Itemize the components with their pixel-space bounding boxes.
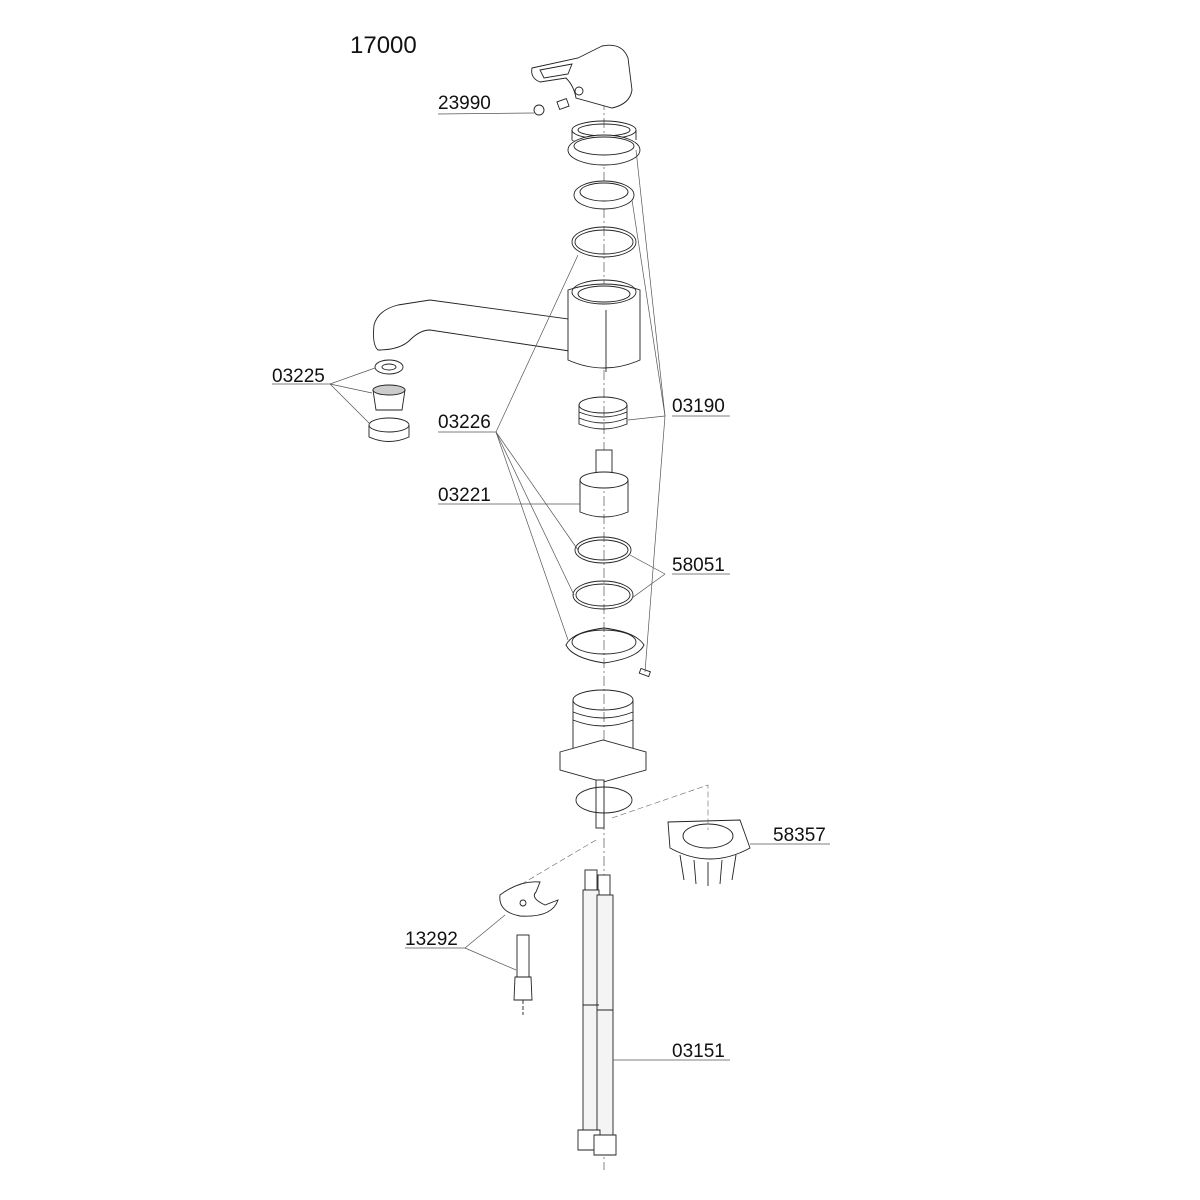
part-label-03190: 03190: [672, 396, 725, 417]
part-label-13292: 13292: [405, 929, 458, 950]
base-support-ring: [667, 819, 751, 886]
aerator-set: [368, 359, 410, 442]
part-label-03225: 03225: [272, 366, 325, 387]
part-label-58051: 58051: [672, 555, 725, 576]
mounting-body: [559, 689, 647, 829]
threaded-nut: [578, 396, 628, 430]
supply-hoses: [577, 869, 617, 1156]
part-label-03226: 03226: [438, 412, 491, 433]
lever-handle: [531, 44, 633, 109]
part-label-03221: 03221: [438, 485, 491, 506]
diagram-title: 17000: [350, 32, 417, 59]
spout-body: [373, 279, 641, 372]
part-label-58357: 58357: [773, 825, 826, 846]
part-label-23990: 23990: [438, 93, 491, 114]
part-label-03151: 03151: [672, 1041, 725, 1062]
fixing-plate: [499, 881, 559, 1015]
grub-screw: [533, 97, 570, 116]
cover-cap: [567, 120, 641, 166]
ceramic-cartridge: [579, 449, 629, 518]
